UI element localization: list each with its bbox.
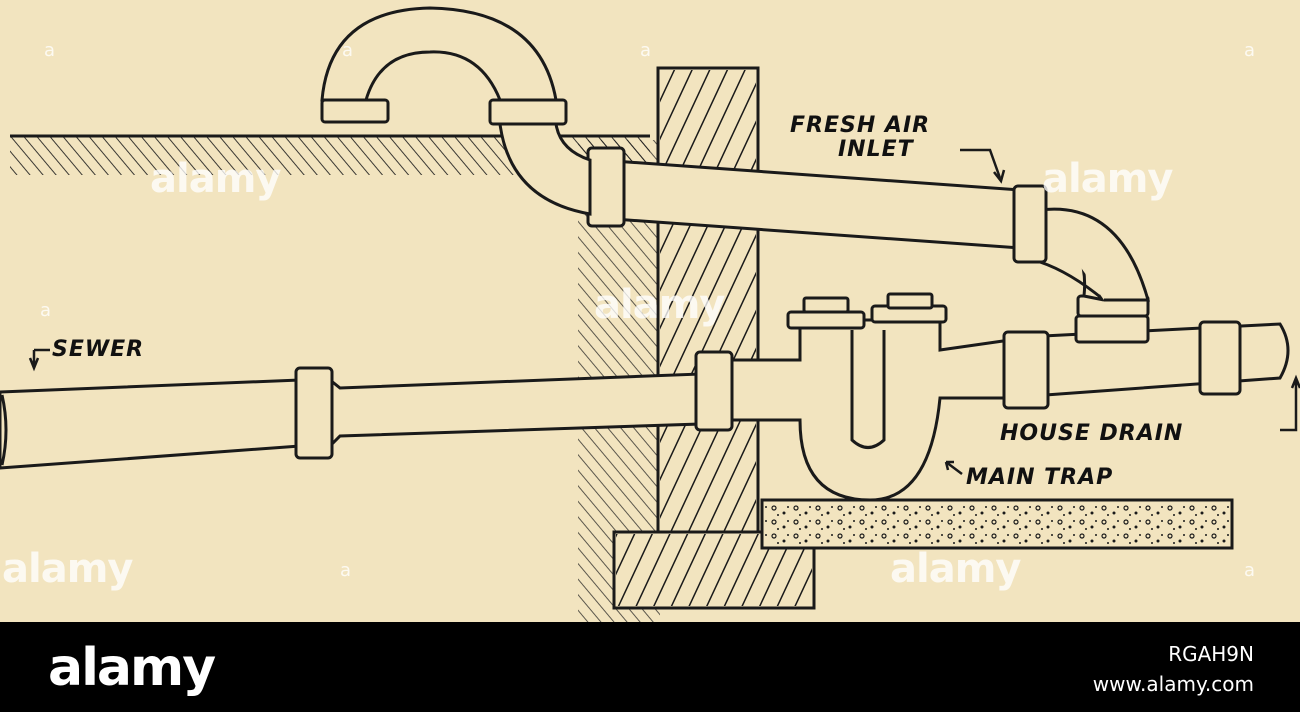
image-id: RGAH9N (1168, 642, 1254, 666)
watermark-dot: a (40, 300, 52, 321)
watermark-text: alamy (1042, 156, 1173, 202)
sewer-label: SEWER (52, 337, 145, 362)
leader-lines (28, 148, 1300, 475)
fresh-air-inlet-pipe (320, 6, 1150, 302)
watermark-dot: a (1244, 40, 1256, 61)
watermark-text: alamy (594, 282, 725, 328)
site-url: www.alamy.com (1092, 672, 1254, 696)
house-drain-label: HOUSE DRAIN (1000, 421, 1184, 446)
alamy-logo: alamy (48, 638, 216, 698)
main-trap (730, 292, 1012, 502)
plumbing-diagram: FRESH AIR INLET SEWER HOUSE DRAIN MAIN T… (0, 0, 1300, 622)
watermark-dot: a (342, 40, 354, 61)
fresh-air-inlet-label-line1: FRESH AIR (790, 113, 931, 138)
watermark-text: alamy (150, 156, 281, 202)
watermark-dot: a (340, 560, 352, 581)
watermark-dot: a (640, 40, 652, 61)
plumbing-drawing (0, 6, 1300, 622)
watermark-text: alamy (2, 546, 133, 592)
concrete-floor (760, 498, 1234, 550)
house-drain-pipe (1002, 294, 1290, 410)
fresh-air-inlet-label-line2: INLET (838, 137, 914, 162)
watermark-dot: a (44, 40, 56, 61)
watermark-dot: a (1244, 560, 1256, 581)
stock-footer: alamy RGAH9N www.alamy.com (0, 622, 1300, 712)
sewer-pipe (0, 350, 734, 470)
watermark-text: alamy (890, 546, 1021, 592)
main-trap-label: MAIN TRAP (966, 465, 1114, 490)
